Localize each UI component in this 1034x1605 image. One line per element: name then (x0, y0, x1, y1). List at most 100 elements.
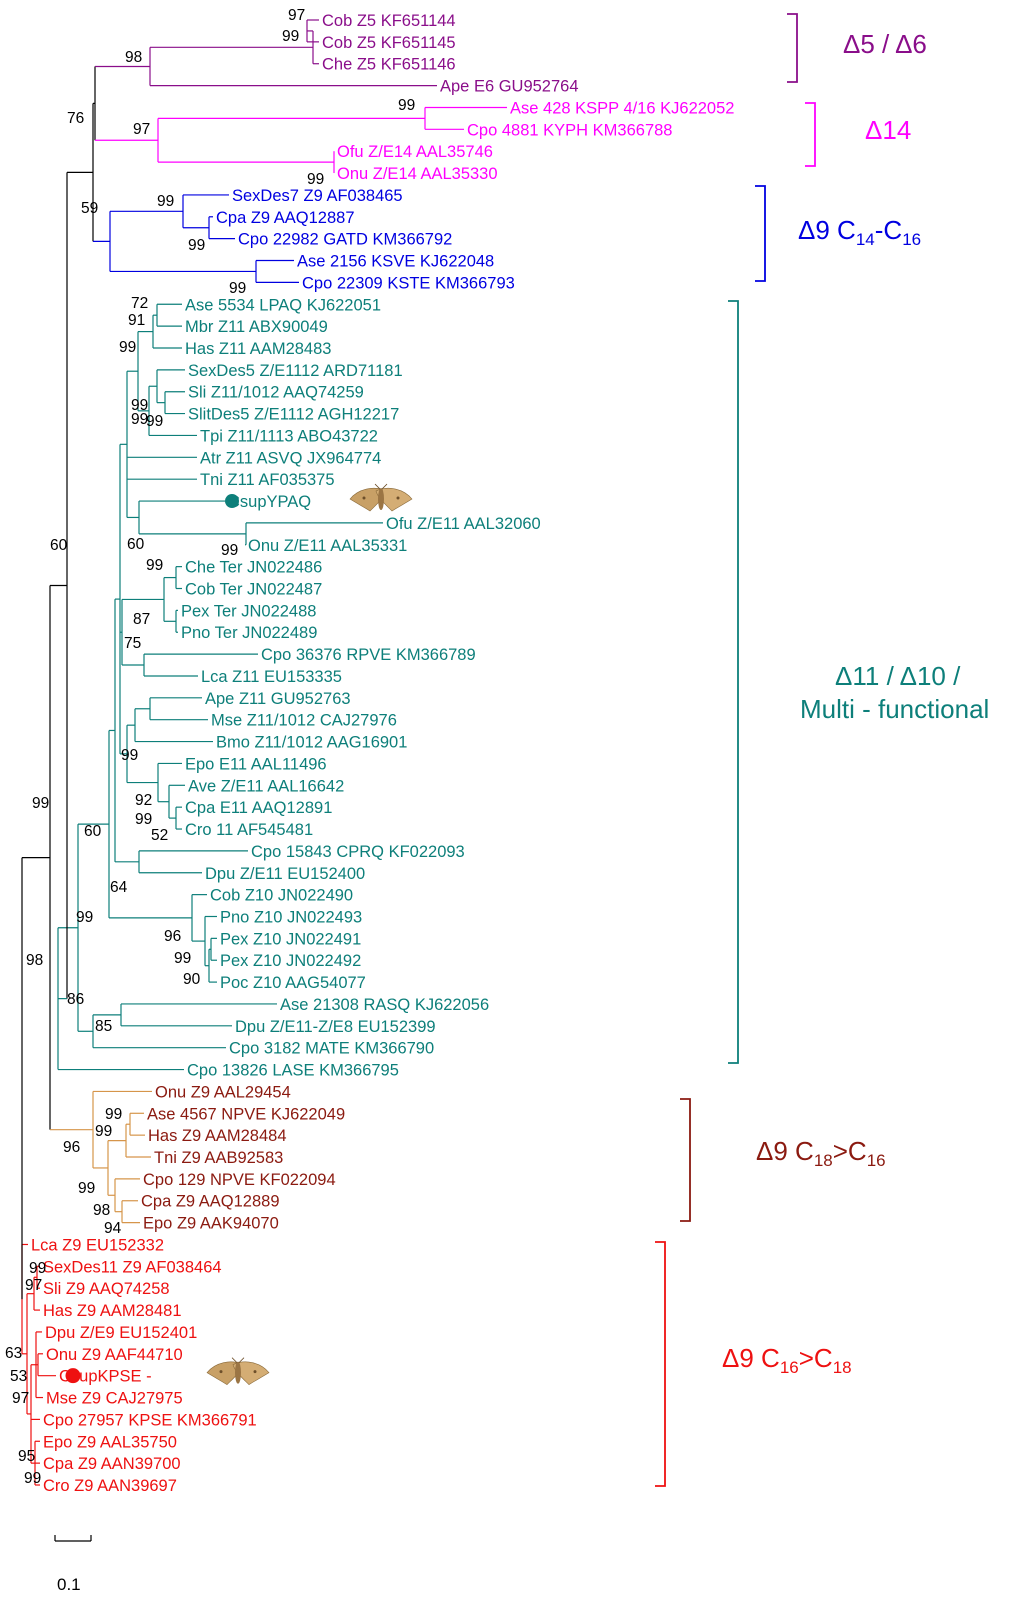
leaf-label: Cro Z9 AAN39697 (43, 1477, 177, 1495)
leaf-label: Epo E11 AAL11496 (185, 755, 327, 773)
bootstrap-value: 86 (67, 991, 84, 1008)
clade-label-part: >C (833, 1136, 867, 1166)
leaf-label: SlitDes5 Z/E1112 AGH12217 (188, 406, 399, 424)
clade-label-part: 18 (814, 1151, 833, 1170)
clade-label-d11b: Multi - functional (800, 694, 989, 724)
leaf-label: Cpo 15843 CPRQ KF022093 (251, 843, 465, 861)
clade-label-part: 14 (856, 230, 875, 249)
leaf-label: Mbr Z11 ABX90049 (185, 318, 328, 336)
moth-icon (206, 1357, 270, 1386)
leaf-label: Mse Z11/1012 CAJ27976 (211, 712, 397, 730)
leaf-label: Pex Z10 JN022492 (220, 952, 361, 970)
clade-label-d9c: Δ9 C18>C16 (756, 1136, 886, 1170)
marker-dot-icon (65, 1368, 81, 1384)
leaf-label: Che Z5 KF651146 (322, 56, 456, 74)
leaf-label: Has Z11 AAM28483 (185, 340, 331, 358)
leaf-label: Ase 428 KSPP 4/16 KJ622052 (510, 99, 734, 117)
leaf-label: CsupKPSE - (59, 1368, 152, 1386)
clade-bracket (728, 300, 739, 1064)
leaf-label: Sli Z11/1012 AAQ74259 (188, 384, 364, 402)
leaf-label: Cro 11 AF545481 (185, 821, 313, 839)
clade-label-d9b: Δ9 C16>C18 (722, 1343, 852, 1377)
clade-label-part: -C (875, 215, 902, 245)
leaf-label: Onu Z9 AAF44710 (46, 1346, 183, 1364)
bootstrap-value: 99 (29, 1260, 46, 1277)
leaf-label: Ave Z/E11 AAL16642 (188, 777, 344, 795)
bootstrap-value: 60 (50, 537, 68, 554)
bootstrap-value: 99 (188, 237, 205, 254)
clade-bracket (787, 13, 798, 83)
leaf-label: Mse Z9 CAJ27975 (46, 1390, 183, 1408)
leaf-label: Poc Z10 AAG54077 (220, 974, 366, 992)
bootstrap-value: 99 (146, 557, 163, 574)
bootstrap-value: 99 (24, 1470, 41, 1487)
clade-label-part: Δ11 / Δ10 / (835, 661, 961, 691)
clade-label-part: >C (799, 1343, 833, 1373)
bootstrap-value: 99 (174, 950, 191, 967)
leaf-label: Dpu Z/E11-Z/E8 EU152399 (235, 1018, 436, 1036)
clade-bracket (805, 102, 816, 167)
leaf-label: Cpo 4881 KYPH KM366788 (467, 121, 672, 139)
bootstrap-value: 97 (25, 1277, 42, 1294)
bootstrap-value: 99 (146, 413, 163, 430)
bootstrap-value: 99 (135, 811, 152, 828)
bootstrap-value: 85 (95, 1018, 112, 1035)
bootstrap-value: 99 (121, 747, 138, 764)
clade-bracket (655, 1241, 666, 1487)
leaf-label: Cpo 22309 KSTE KM366793 (302, 274, 515, 292)
leaf-label: Tpi Z11/1113 ABO43722 (200, 427, 378, 445)
leaf-label: Dpu Z/E11 EU152400 (205, 865, 365, 883)
leaf-label: SexDes7 Z9 AF038465 (232, 187, 403, 205)
clade-label-d9a: Δ9 C14-C16 (798, 215, 921, 249)
leaf-label: Cob Z10 JN022490 (210, 887, 353, 905)
leaf-label: Cob Z5 KF651144 (322, 12, 456, 30)
bootstrap-value: 99 (307, 171, 324, 188)
leaf-label: Pno Ter JN022489 (181, 624, 317, 642)
leaf-label: Ase 5534 LPAQ KJ622051 (185, 296, 381, 314)
leaf-label: Cpo 13826 LASE KM366795 (187, 1062, 399, 1080)
leaf-label: Cpa Z9 AAQ12889 (141, 1193, 280, 1211)
leaf-label: CsupYPAQ (228, 493, 311, 511)
clade-label-part: Δ9 C (798, 215, 856, 245)
bootstrap-value: 97 (12, 1390, 29, 1407)
bootstrap-value: 96 (63, 1139, 80, 1156)
leaf-label: Lca Z9 EU152332 (31, 1236, 164, 1254)
leaf-label: Lca Z11 EU153335 (201, 668, 342, 686)
leaf-label: Che Ter JN022486 (185, 559, 322, 577)
leaf-label: Onu Z9 AAL29454 (155, 1083, 291, 1101)
bootstrap-value: 99 (119, 339, 136, 356)
leaf-label: Dpu Z/E9 EU152401 (45, 1324, 197, 1342)
bootstrap-value: 91 (128, 312, 145, 329)
bootstrap-value: 99 (131, 397, 148, 414)
leaf-label: Ofu Z/E14 AAL35746 (337, 143, 493, 161)
leaf-label: Sli Z9 AAQ74258 (43, 1280, 170, 1298)
bootstrap-value: 99 (398, 97, 415, 114)
clade-label-d11a: Δ11 / Δ10 / (835, 661, 961, 691)
leaf-label: Ofu Z/E11 AAL32060 (386, 515, 541, 533)
bootstrap-value: 53 (10, 1368, 27, 1385)
bootstrap-value: 97 (288, 7, 305, 24)
leaf-label: Cpa E11 AAQ12891 (185, 799, 332, 817)
clade-label-part: 16 (902, 230, 921, 249)
leaf-label: Pex Z10 JN022491 (220, 930, 361, 948)
bootstrap-value: 72 (131, 295, 148, 312)
bootstrap-value: 98 (93, 1202, 110, 1219)
clade-label-d56: Δ5 / Δ6 (843, 29, 927, 59)
bootstrap-value: 99 (157, 193, 174, 210)
leaf-label: Cob Ter JN022487 (185, 581, 322, 599)
leaf-label: Onu Z/E11 AAL35331 (248, 537, 407, 555)
bootstrap-value: 60 (127, 536, 145, 553)
leaf-label: Ase 2156 KSVE KJ622048 (297, 253, 494, 271)
clade-label-part: Δ5 / Δ6 (843, 29, 927, 59)
leaf-label: Cpo 22982 GATD KM366792 (238, 231, 452, 249)
bootstrap-value: 99 (229, 280, 246, 297)
bootstrap-value: 99 (221, 542, 238, 559)
clade-label-part: Multi - functional (800, 694, 989, 724)
clade-label-part: 16 (867, 1151, 886, 1170)
leaf-label: Ape Z11 GU952763 (205, 690, 351, 708)
bootstrap-value: 99 (282, 28, 299, 45)
bootstrap-value: 60 (84, 823, 102, 840)
leaf-label: Cob Z5 KF651145 (322, 34, 456, 52)
bootstrap-value: 99 (32, 795, 49, 812)
